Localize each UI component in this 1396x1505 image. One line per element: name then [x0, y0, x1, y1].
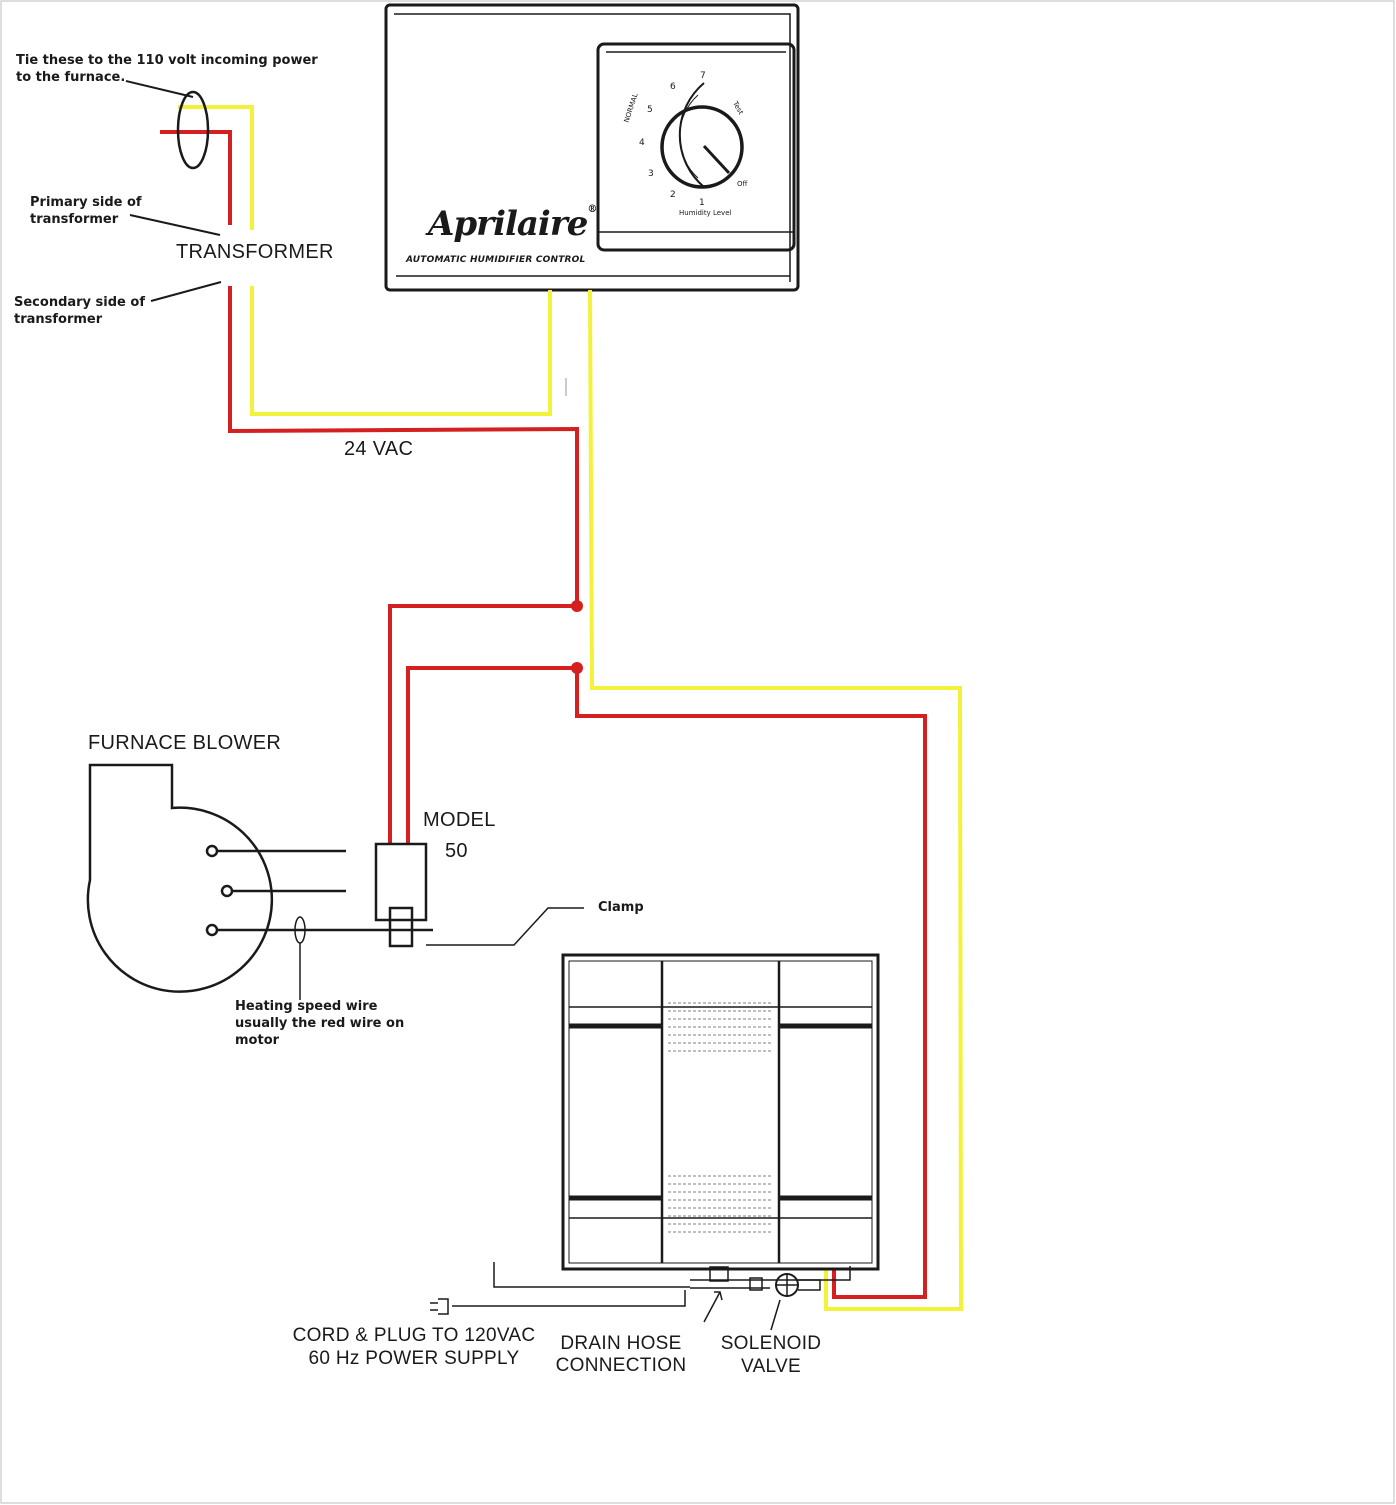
- heating-note-line-3: motor: [235, 1033, 280, 1048]
- relay-body: [374, 842, 428, 922]
- dial-number-7: 7: [700, 71, 706, 81]
- humidity-level-label: Humidity Level: [679, 209, 732, 217]
- evaporator-pad-texture: [668, 1002, 772, 1233]
- dial-number-2: 2: [670, 190, 676, 200]
- drain-hose-label: DRAIN HOSE CONNECTION: [550, 1333, 692, 1377]
- yellow-wires: [178, 105, 964, 1311]
- tie-note-line-1: Tie these to the 110 volt incoming power: [16, 53, 318, 68]
- registered-mark: ®: [587, 204, 597, 215]
- drain-pointer: [703, 1291, 721, 1323]
- heating-speed-note: Heating speed wire usually the red wire …: [235, 998, 404, 1049]
- vac-label: 24 VAC: [344, 438, 414, 460]
- transformer-label: TRANSFORMER: [176, 241, 334, 263]
- humidifier-control: [384, 3, 800, 292]
- furnace-blower: [86, 763, 433, 1000]
- cord-plug-label: CORD & PLUG TO 120VAC 60 Hz POWER SUPPLY: [290, 1324, 538, 1370]
- control-housing: [384, 3, 800, 292]
- tie-leader: [125, 80, 194, 98]
- yellow-wire-incoming-top: [178, 105, 254, 230]
- red-wires: [160, 130, 927, 1299]
- drain-label-line-2: CONNECTION: [555, 1355, 687, 1376]
- dial-number-1: 1: [699, 198, 705, 208]
- primary-note-line-1: Primary side of: [30, 195, 142, 210]
- solenoid-label-line-2: VALVE: [741, 1356, 801, 1377]
- heating-note-line-2: usually the red wire on: [235, 1016, 405, 1031]
- yellow-wire-secondary: [250, 286, 552, 416]
- humidifier-unit: [430, 953, 880, 1331]
- primary-leader: [129, 214, 221, 236]
- heating-note-line-1: Heating speed wire: [235, 999, 378, 1014]
- secondary-leader: [150, 281, 222, 302]
- water-supply-line: [493, 1262, 690, 1288]
- dial-number-6: 6: [670, 82, 676, 92]
- red-wire-secondary: [228, 286, 579, 606]
- dial-number-4: 4: [639, 138, 645, 148]
- junction-dot-2: [571, 662, 583, 674]
- humidifier-cabinet: [561, 953, 880, 1271]
- humidity-knob: [660, 105, 744, 189]
- dial-number-5: 5: [647, 105, 653, 115]
- secondary-note-line-1: Secondary side of: [14, 295, 145, 310]
- blower-terminal-3: [205, 923, 219, 937]
- drain-label-line-1: DRAIN HOSE: [560, 1333, 682, 1354]
- control-subtitle: AUTOMATIC HUMIDIFIER CONTROL: [406, 255, 586, 265]
- blower-housing: [86, 763, 274, 993]
- tie-note: Tie these to the 110 volt incoming power…: [16, 52, 318, 86]
- aprilaire-logo: Aprilaire®: [428, 204, 597, 244]
- junction-dot-1: [571, 600, 583, 612]
- tie-oval: [176, 90, 210, 170]
- cord-plug: [430, 1298, 449, 1315]
- red-wire-to-model-50-a: [388, 604, 577, 844]
- primary-note: Primary side of transformer: [30, 194, 142, 228]
- solenoid-label-line-1: SOLENOID: [720, 1333, 822, 1354]
- yellow-wire-to-humidifier: [588, 289, 964, 1311]
- control-inner-edge: [394, 13, 791, 282]
- cord-label-line-2: 60 Hz POWER SUPPLY: [308, 1348, 520, 1369]
- model-50-relay: [374, 842, 428, 948]
- model-number-label: 50: [445, 840, 468, 862]
- clamp-label: Clamp: [598, 900, 644, 915]
- drain-fitting: [709, 1266, 729, 1282]
- solenoid-valve-label: SOLENOID VALVE: [716, 1332, 826, 1378]
- red-wire-to-model-50-b: [406, 666, 577, 844]
- humidity-knob-pointer: [702, 144, 731, 175]
- secondary-note: Secondary side of transformer: [14, 294, 145, 328]
- red-wire-incoming-top: [160, 130, 232, 225]
- off-label: Off: [737, 180, 748, 188]
- primary-note-line-2: transformer: [30, 212, 119, 227]
- solenoid-pointer: [770, 1299, 781, 1331]
- red-wire-to-humidifier: [575, 668, 927, 1299]
- blower-terminal-2: [220, 884, 234, 898]
- relay-clamp: [388, 906, 414, 948]
- brand-name: Aprilaire: [428, 204, 588, 244]
- dial-number-3: 3: [648, 169, 654, 179]
- control-dial-window: [596, 42, 796, 252]
- secondary-note-line-2: transformer: [14, 312, 103, 327]
- furnace-blower-label: FURNACE BLOWER: [88, 732, 282, 754]
- power-cord: [452, 1290, 686, 1307]
- tie-note-line-2: to the furnace.: [16, 70, 126, 85]
- blower-terminal-1: [205, 844, 219, 858]
- cord-label-line-1: CORD & PLUG TO 120VAC: [292, 1325, 536, 1346]
- clamp-leader: [426, 907, 584, 946]
- model-label: MODEL: [423, 809, 496, 831]
